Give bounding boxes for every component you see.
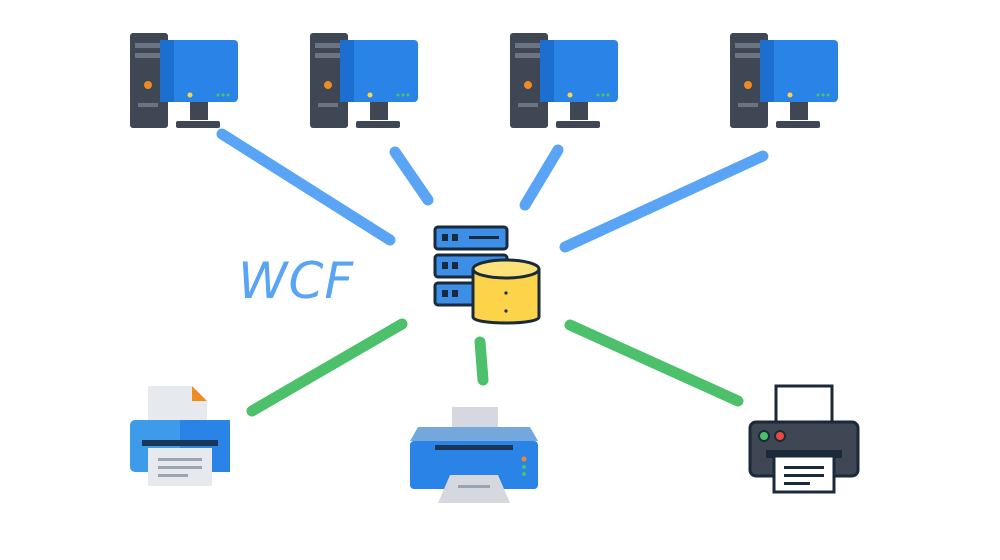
link-device-1 xyxy=(246,318,408,417)
client-links xyxy=(216,128,769,253)
device-links xyxy=(246,318,744,417)
link-client-3 xyxy=(519,144,564,211)
paper-printer-icon xyxy=(130,386,230,486)
inkjet-printer-icon xyxy=(410,407,538,503)
desktop-computer-icon xyxy=(510,33,618,128)
link-client-2 xyxy=(389,146,434,206)
desktop-computer-icon xyxy=(310,33,418,128)
desktop-computer-icon xyxy=(730,33,838,128)
link-device-2 xyxy=(474,336,489,386)
link-client-4 xyxy=(559,150,769,253)
server-database-icon xyxy=(433,225,541,325)
link-device-3 xyxy=(564,319,744,407)
wcf-label: WCF xyxy=(238,252,355,310)
desktop-computer-icon xyxy=(130,33,238,128)
link-client-1 xyxy=(216,128,396,246)
office-printer-icon xyxy=(748,384,860,494)
